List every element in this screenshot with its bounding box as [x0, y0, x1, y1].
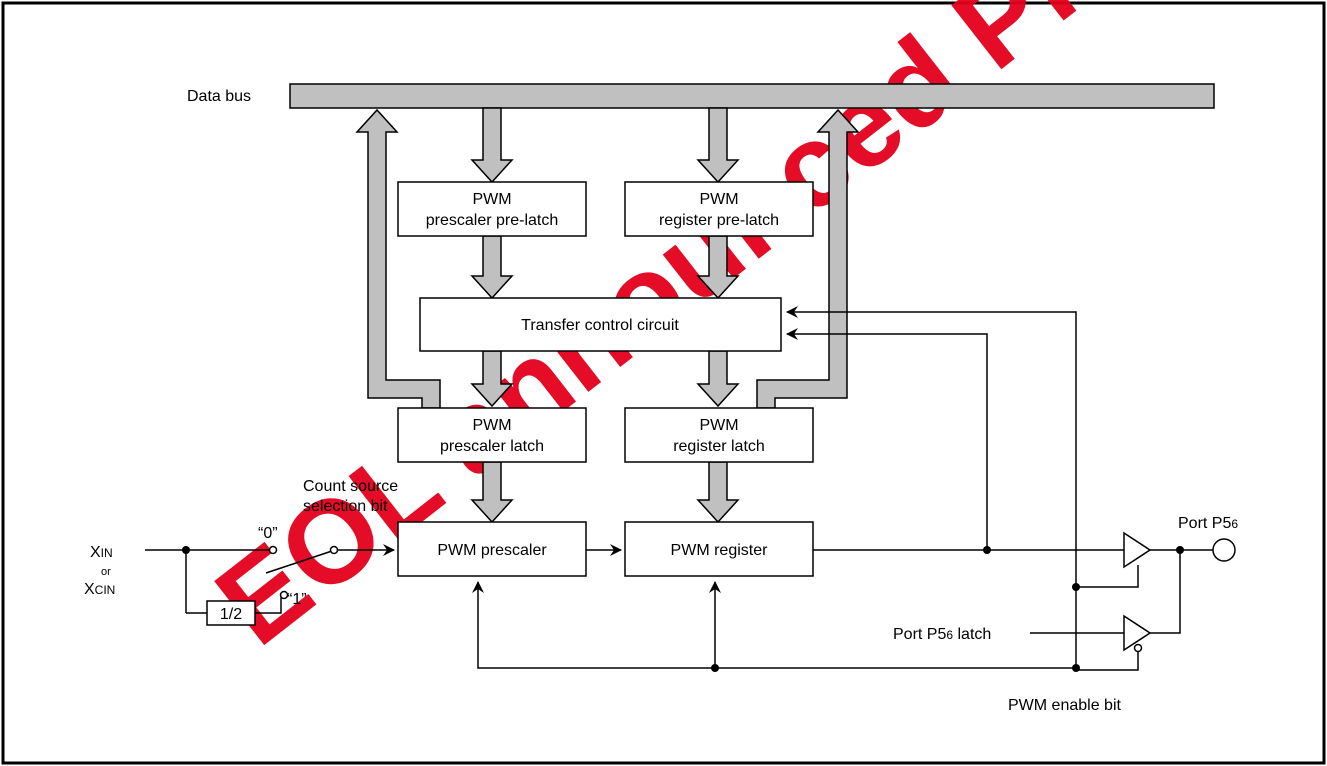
register-latch-label-1: PWM: [699, 417, 738, 434]
buffer-bottom: [1123, 614, 1152, 652]
register-prelatch-label-2: register pre-latch: [659, 212, 779, 229]
contacts: [268, 538, 1236, 600]
buffer-top: [1123, 531, 1152, 569]
wires: [145, 306, 1213, 671]
pwm-prescaler-label: PWM prescaler: [437, 542, 547, 559]
bus-arrow-register-prelatch: [696, 107, 740, 184]
selector-switch: [265, 550, 333, 574]
prescaler-prelatch-label-2: prescaler pre-latch: [426, 212, 559, 229]
prescaler-latch-box: [397, 407, 587, 463]
register-prelatch-box: [624, 181, 814, 237]
contact-pivot: [329, 545, 339, 555]
register-prelatch-label-1: PWM: [699, 191, 738, 208]
xin-label: XIN: [90, 544, 113, 561]
half-divider-label: 1/2: [220, 606, 242, 623]
output-buffers: [1123, 531, 1152, 653]
pwm-enable-label: PWM enable bit: [1008, 697, 1121, 714]
prescaler-latch-label-2: prescaler latch: [440, 438, 544, 455]
blocks: [206, 181, 814, 626]
xcin-label: XCIN: [84, 581, 115, 598]
bus-arrow-prescaler-prelatch: [470, 107, 514, 184]
enable-to-transfer: [786, 306, 1077, 670]
count-source-label-1: Count source: [303, 478, 398, 495]
prescaler-prelatch-box: [397, 181, 587, 237]
feedback-lower: [786, 328, 988, 550]
arrow-transfer-latch-right: [696, 350, 740, 408]
transfer-control-box: [419, 297, 782, 352]
arrow-latch-register: [696, 461, 740, 524]
arrow-transfer-latch-left: [470, 350, 514, 408]
arrow-latch-prescaler: [470, 461, 514, 524]
data-bus: [289, 83, 1215, 109]
select-one-label: “1”: [287, 591, 307, 608]
buffer-bottom-out: [1150, 550, 1181, 634]
arrow-prelatch-transfer-right: [696, 235, 740, 300]
buffer-bottom-inverter: [1133, 643, 1143, 653]
or-label: or: [101, 566, 111, 578]
readback-arrow-left: [355, 108, 441, 409]
prescaler-latch-label-1: PWM: [472, 417, 511, 434]
pwm-prescaler-box: [397, 521, 587, 577]
data-bus-label: Data bus: [187, 88, 251, 105]
pwm-register-box: [624, 521, 814, 577]
enable-to-buffer-top: [1076, 565, 1139, 588]
contact-zero: [268, 545, 278, 555]
block-labels: PWM prescaler pre-latch PWM register pre…: [220, 191, 779, 623]
register-latch-box: [624, 407, 814, 463]
count-return: [472, 581, 1076, 669]
count-source-label-2: selection bit: [303, 498, 388, 515]
contact-one: [279, 590, 289, 600]
select-zero-label: “0”: [258, 525, 278, 542]
port-p56-label: Port P56: [1178, 515, 1238, 532]
bus-arrows: [355, 107, 860, 524]
signal-labels: XIN or XCIN Count source selection bit “…: [84, 478, 1238, 714]
enable-to-buffer-bottom: [1076, 650, 1139, 671]
prescaler-prelatch-label-1: PWM: [472, 191, 511, 208]
register-latch-label-2: register latch: [673, 438, 765, 455]
arrow-prelatch-transfer-left: [470, 235, 514, 300]
transfer-control-label: Transfer control circuit: [521, 317, 679, 334]
junction-dots: [182, 546, 1184, 672]
pwm-register-label: PWM register: [671, 542, 769, 559]
port-p56-terminal: [1212, 538, 1236, 562]
port-p56-latch-label: Port P56 latch: [893, 626, 991, 643]
